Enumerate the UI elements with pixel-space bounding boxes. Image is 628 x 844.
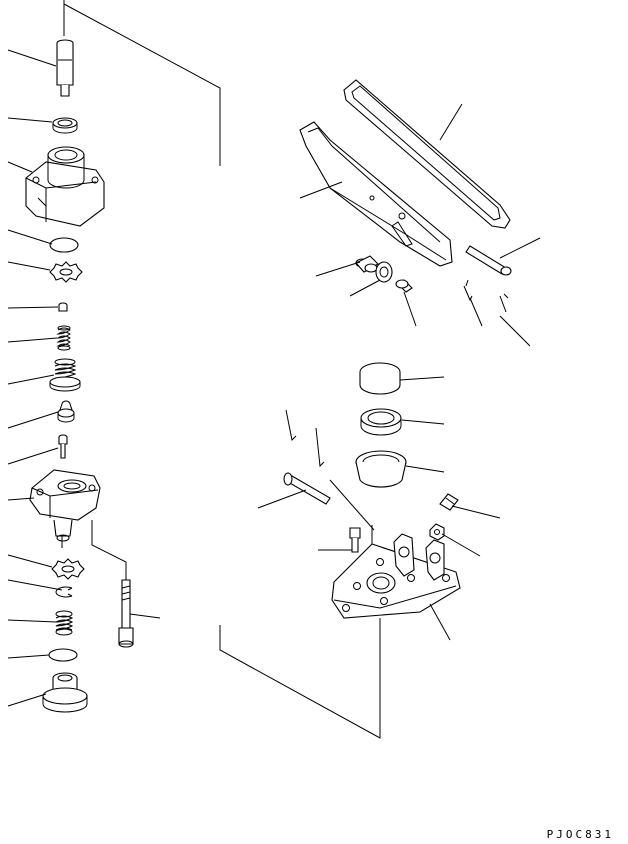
lower-spring xyxy=(55,610,74,636)
seal-ring xyxy=(52,117,78,134)
lock-washer-lower xyxy=(51,558,85,580)
boot xyxy=(355,450,407,488)
pedal-pin xyxy=(465,245,512,276)
cap xyxy=(359,362,401,395)
end-cap xyxy=(42,672,88,713)
cotter-pin-3 xyxy=(285,409,297,442)
bushing-left xyxy=(355,255,379,273)
leader-lines xyxy=(7,49,541,707)
cotter-pin-4 xyxy=(315,427,325,468)
hex-bolt xyxy=(349,527,361,553)
cotter-pin-1 xyxy=(463,279,473,302)
drawing-code: PJOC831 xyxy=(546,828,614,841)
spring-retainer xyxy=(57,400,75,423)
seal xyxy=(360,408,402,436)
snap-ring xyxy=(55,586,73,598)
washer-middle xyxy=(375,261,393,283)
base-bracket xyxy=(331,533,461,619)
inner-spring xyxy=(56,325,71,351)
spacer xyxy=(58,302,68,312)
assembly-lines xyxy=(61,0,381,739)
left-column-parts xyxy=(25,39,134,713)
short-bolt xyxy=(58,434,68,459)
lower-housing xyxy=(29,469,101,542)
o-ring-lower xyxy=(48,648,78,662)
o-ring-upper xyxy=(49,237,79,253)
long-bolt xyxy=(118,579,134,648)
plunger xyxy=(56,39,74,97)
upper-housing xyxy=(25,146,105,227)
outer-spring xyxy=(49,358,81,392)
nut xyxy=(429,523,445,541)
adjust-screw xyxy=(439,493,459,511)
pedal-assembly xyxy=(299,79,512,313)
cotter-pin-2 xyxy=(499,293,509,313)
lock-washer-upper xyxy=(49,261,83,283)
boot-stack xyxy=(355,362,407,488)
long-clevis-bolt xyxy=(283,472,331,505)
bushing-right xyxy=(395,279,413,293)
